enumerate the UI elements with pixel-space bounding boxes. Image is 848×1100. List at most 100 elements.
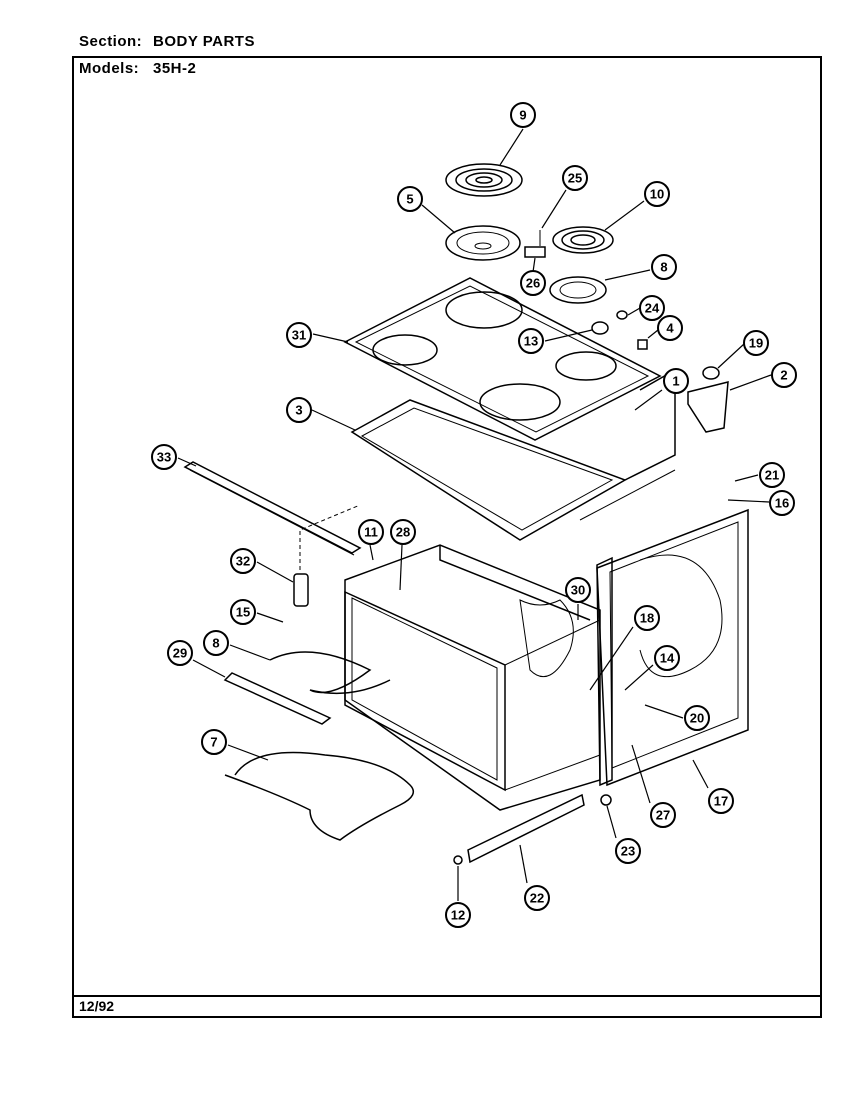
terminal-block-bracket bbox=[687, 381, 729, 433]
section-label: Section: bbox=[79, 33, 143, 50]
screw-12 bbox=[453, 855, 463, 865]
svg-text:28: 28 bbox=[396, 525, 410, 540]
footer-date: 12/92 bbox=[79, 998, 115, 1014]
cooktop bbox=[343, 277, 662, 441]
svg-text:8: 8 bbox=[660, 260, 667, 275]
svg-text:16: 16 bbox=[775, 496, 789, 511]
svg-text:13: 13 bbox=[524, 334, 538, 349]
callout: 19 bbox=[743, 330, 769, 356]
callout: 30 bbox=[565, 577, 591, 603]
callout: 28 bbox=[390, 519, 416, 545]
svg-text:27: 27 bbox=[656, 808, 670, 823]
trim-strip bbox=[223, 672, 332, 725]
callout: 14 bbox=[654, 645, 680, 671]
models-header: Models: 35H-2 bbox=[79, 60, 196, 77]
callout: 8 bbox=[651, 254, 677, 280]
callout: 25 bbox=[562, 165, 588, 191]
callout: 12 bbox=[445, 902, 471, 928]
element-bracket bbox=[591, 321, 609, 335]
surface-element-large bbox=[445, 163, 523, 197]
svg-text:9: 9 bbox=[519, 108, 526, 123]
callout: 27 bbox=[650, 802, 676, 828]
svg-text:7: 7 bbox=[210, 735, 217, 750]
svg-text:2: 2 bbox=[780, 368, 787, 383]
svg-text:30: 30 bbox=[571, 583, 585, 598]
svg-text:32: 32 bbox=[236, 554, 250, 569]
callout: 26 bbox=[520, 270, 546, 296]
front-support-rail bbox=[183, 461, 362, 556]
svg-text:14: 14 bbox=[660, 651, 675, 666]
svg-text:5: 5 bbox=[406, 192, 413, 207]
callout: 31 bbox=[286, 322, 312, 348]
svg-text:22: 22 bbox=[530, 891, 544, 906]
svg-text:8: 8 bbox=[212, 636, 219, 651]
callout: 15 bbox=[230, 599, 256, 625]
callout: 2 bbox=[771, 362, 797, 388]
surface-element-small bbox=[552, 226, 614, 254]
svg-text:24: 24 bbox=[645, 301, 660, 316]
svg-text:10: 10 bbox=[650, 187, 664, 202]
callout: 16 bbox=[769, 490, 795, 516]
svg-text:23: 23 bbox=[621, 844, 635, 859]
callout: 9 bbox=[510, 102, 536, 128]
svg-text:17: 17 bbox=[714, 794, 728, 809]
clip bbox=[616, 310, 628, 320]
callout: 33 bbox=[151, 444, 177, 470]
svg-text:20: 20 bbox=[690, 711, 704, 726]
oven-light bbox=[293, 573, 309, 607]
bake-element bbox=[224, 751, 415, 841]
broil-element bbox=[269, 651, 391, 695]
models-value: 35H-2 bbox=[153, 60, 197, 77]
section-header: Section: BODY PARTS bbox=[79, 33, 255, 50]
callout: 29 bbox=[167, 640, 193, 666]
svg-text:11: 11 bbox=[364, 525, 378, 540]
callout: 7 bbox=[201, 729, 227, 755]
callout: 11 bbox=[358, 519, 384, 545]
callout: 13 bbox=[518, 328, 544, 354]
svg-text:1: 1 bbox=[672, 374, 679, 389]
callout: 20 bbox=[684, 705, 710, 731]
main-top-assembly bbox=[350, 368, 676, 541]
svg-text:31: 31 bbox=[292, 328, 306, 343]
callout: 17 bbox=[708, 788, 734, 814]
svg-text:4: 4 bbox=[666, 321, 674, 336]
retainer bbox=[637, 339, 648, 350]
oven-cavity bbox=[344, 544, 601, 811]
drip-pan-small bbox=[549, 276, 607, 304]
callout: 24 bbox=[639, 295, 665, 321]
callout: 22 bbox=[524, 885, 550, 911]
leveling-leg bbox=[600, 794, 612, 806]
footer-divider bbox=[72, 995, 822, 997]
callout: 21 bbox=[759, 462, 785, 488]
svg-text:29: 29 bbox=[173, 646, 187, 661]
callout: 8 bbox=[203, 630, 229, 656]
svg-text:21: 21 bbox=[765, 468, 779, 483]
section-value: BODY PARTS bbox=[153, 33, 255, 50]
svg-text:33: 33 bbox=[157, 450, 171, 465]
leader-lines bbox=[177, 128, 772, 901]
svg-text:3: 3 bbox=[295, 403, 302, 418]
callout: 3 bbox=[286, 397, 312, 423]
callout: 18 bbox=[634, 605, 660, 631]
callout: 23 bbox=[615, 838, 641, 864]
callout: 32 bbox=[230, 548, 256, 574]
drip-pan-large bbox=[445, 225, 521, 261]
diagram-frame bbox=[72, 56, 822, 1018]
svg-text:25: 25 bbox=[568, 171, 582, 186]
element-receptacle bbox=[524, 246, 546, 258]
svg-text:19: 19 bbox=[749, 336, 763, 351]
kick-panel bbox=[467, 793, 585, 864]
door-frame bbox=[596, 508, 749, 787]
terminal-block-knob bbox=[702, 366, 720, 380]
guide-line bbox=[299, 504, 361, 570]
svg-text:12: 12 bbox=[451, 908, 465, 923]
callout: 5 bbox=[397, 186, 423, 212]
callout: 1 bbox=[663, 368, 689, 394]
models-label: Models: bbox=[79, 60, 140, 77]
svg-text:18: 18 bbox=[640, 611, 654, 626]
callout: 10 bbox=[644, 181, 670, 207]
callout: 4 bbox=[657, 315, 683, 341]
svg-text:15: 15 bbox=[236, 605, 250, 620]
svg-text:26: 26 bbox=[526, 276, 540, 291]
